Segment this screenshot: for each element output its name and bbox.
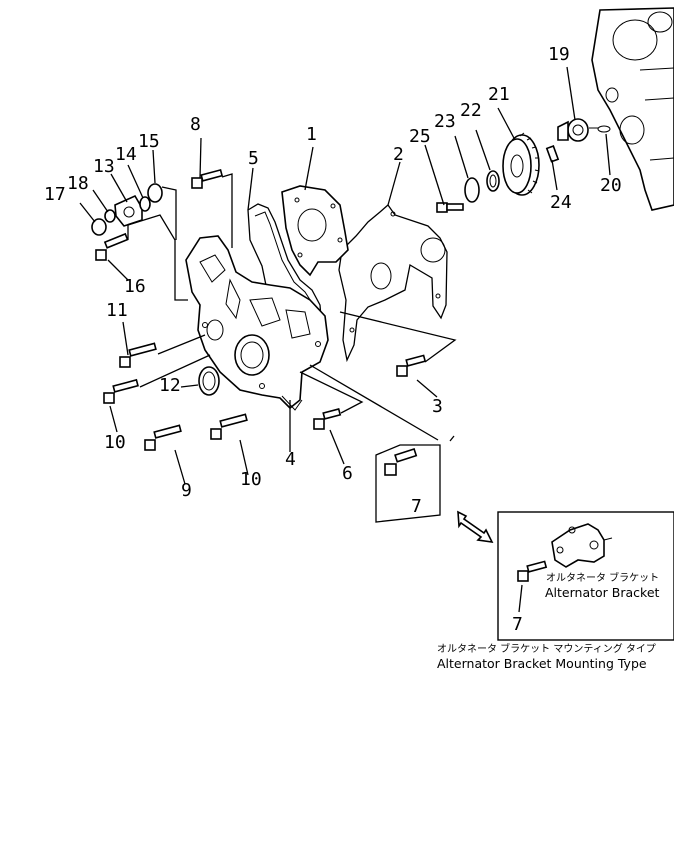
- o-ring-14: [139, 196, 151, 212]
- idler-gear-21: [502, 132, 540, 196]
- front-plate-1: [281, 185, 349, 277]
- callout-7-inset: 7: [512, 614, 523, 635]
- engine-block: [591, 7, 674, 211]
- callout-24: 24: [550, 192, 572, 213]
- callout-10a: 10: [104, 432, 126, 453]
- type-label-en: Alternator Bracket Mounting Type: [437, 656, 647, 671]
- callout-11: 11: [106, 300, 128, 321]
- callout-13: 13: [93, 156, 115, 177]
- gasket-15: [147, 183, 163, 203]
- callout-9: 9: [181, 480, 192, 501]
- callout-20: 20: [600, 175, 622, 196]
- cap-17: [91, 218, 107, 236]
- plate-23: [464, 177, 480, 203]
- callout-15: 15: [138, 131, 160, 152]
- inset-bracket-label-jp: オルタネータ ブラケット: [546, 573, 660, 584]
- callout-3: 3: [432, 396, 443, 417]
- callout-6: 6: [342, 463, 353, 484]
- oil-seal-12: [198, 366, 220, 396]
- bushing-22: [486, 170, 500, 192]
- bolt-7: [384, 447, 418, 476]
- callout-10b: 10: [240, 469, 262, 490]
- bolt-8: [191, 168, 224, 189]
- callout-4: 4: [285, 449, 296, 470]
- bolt-9: [144, 424, 182, 451]
- bolt-16: [95, 232, 129, 261]
- callout-1: 1: [306, 124, 317, 145]
- bolt-10a: [103, 378, 139, 404]
- callout-5: 5: [248, 148, 259, 169]
- callout-8: 8: [190, 114, 201, 135]
- inset-bracket-label-en: Alternator Bracket: [545, 585, 660, 600]
- leader-lines: [79, 66, 611, 523]
- washer-18: [104, 209, 116, 223]
- inset-box: [497, 511, 674, 641]
- callout-25: 25: [409, 126, 431, 147]
- gasket-2: [338, 204, 448, 363]
- callout-22: 22: [460, 100, 482, 121]
- idler-shaft-19: [557, 118, 611, 142]
- callout-14: 14: [115, 144, 137, 165]
- bolt-6: [313, 407, 342, 430]
- callout-7: 7: [411, 496, 422, 517]
- callout-19: 19: [548, 44, 570, 65]
- type-label-jp: オルタネータ ブラケット マウンティング タイプ: [437, 644, 656, 655]
- callout-23: 23: [434, 111, 456, 132]
- bolt-3: [396, 354, 427, 377]
- pin-24: [545, 145, 560, 163]
- bolt-25: [436, 202, 464, 213]
- callout-2: 2: [393, 144, 404, 165]
- double-arrow: [457, 510, 494, 544]
- callout-21: 21: [488, 84, 510, 105]
- callout-17: 17: [44, 184, 66, 205]
- callout-16: 16: [124, 276, 146, 297]
- bolt-10b: [210, 413, 248, 440]
- bolt-11: [119, 342, 157, 368]
- callout-18: 18: [67, 173, 89, 194]
- callout-12: 12: [159, 375, 181, 396]
- gear-case-4: [185, 235, 329, 411]
